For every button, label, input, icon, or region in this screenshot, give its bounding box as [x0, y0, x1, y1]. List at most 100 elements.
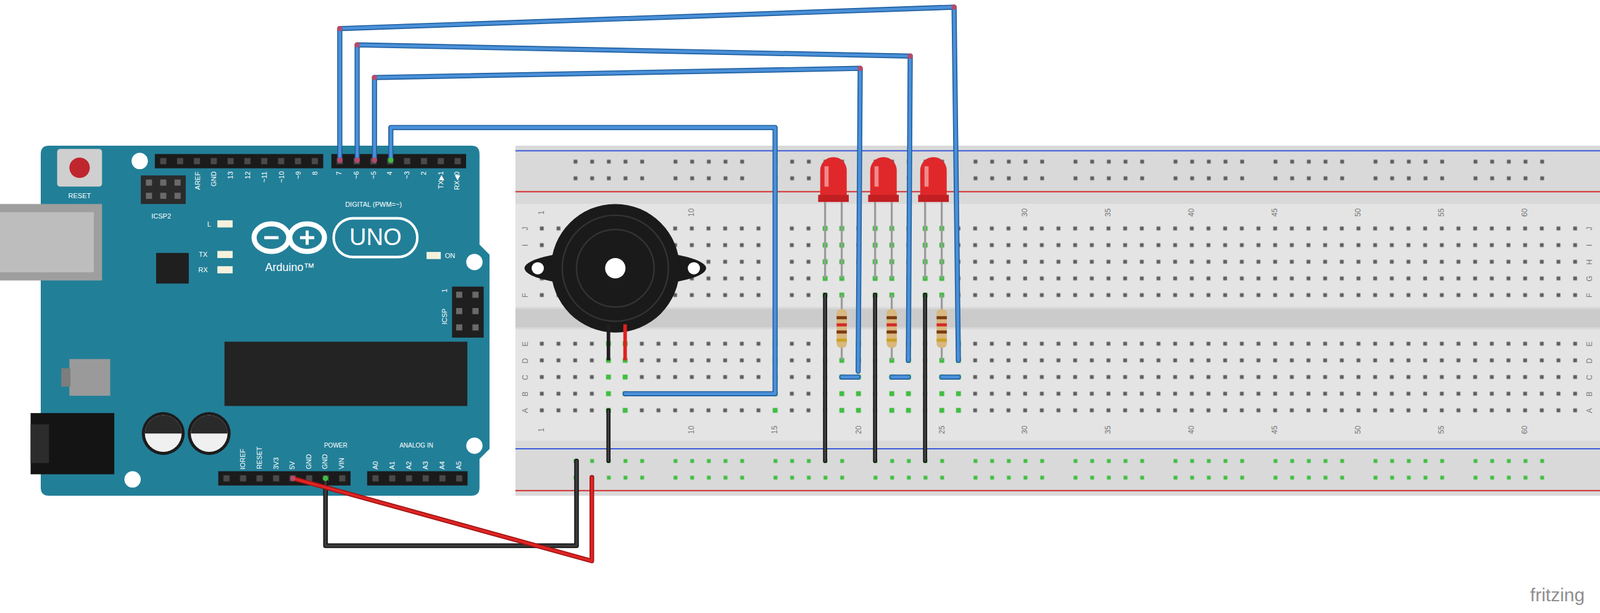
board-label: ~5	[369, 171, 378, 180]
breadboard-label: 55	[1437, 208, 1446, 217]
watermark: fritzing	[1530, 585, 1585, 605]
icsp-header	[140, 175, 186, 204]
breadboard-label: 55	[1437, 425, 1446, 434]
mounting-hole	[466, 437, 483, 454]
led	[917, 156, 949, 279]
board-label: VIN	[338, 458, 347, 470]
board-label: GND	[305, 454, 313, 470]
ground-wire	[325, 461, 577, 546]
breadboard-label: B	[521, 391, 530, 397]
board-label: L	[207, 220, 212, 229]
pin-header	[367, 470, 468, 486]
buzzer	[562, 215, 669, 322]
board-label: A5	[455, 461, 463, 470]
board-label: RESET	[256, 446, 264, 470]
rail-line	[515, 150, 1600, 152]
breadboard-label: A	[1585, 408, 1594, 413]
rail-line	[515, 191, 1600, 193]
breadboard-label: E	[521, 341, 530, 347]
breadboard-label: I	[1585, 244, 1594, 247]
breadboard-label: 45	[1270, 425, 1280, 434]
board-label: 1	[441, 288, 449, 293]
usb-chip	[156, 253, 189, 284]
ground-wire	[607, 410, 610, 462]
board-label: TX	[198, 251, 208, 259]
board-label: RX◀0	[454, 171, 462, 191]
breadboard-label: J	[1585, 226, 1594, 231]
signal-wire	[339, 7, 959, 361]
pin-header	[218, 470, 351, 486]
led-lead	[874, 200, 876, 279]
board-label: POWER	[324, 442, 348, 450]
led-lead	[890, 200, 893, 279]
buzzer	[604, 258, 626, 279]
board-label: GND	[210, 171, 218, 187]
connected-holes	[933, 335, 967, 419]
buzzer-lead	[623, 324, 628, 360]
voltage-regulator	[69, 359, 110, 396]
connected-holes	[833, 335, 867, 419]
breadboard-label: E	[1585, 341, 1594, 347]
signal-wire	[357, 45, 911, 361]
header-pin	[160, 179, 167, 186]
wire-end	[322, 475, 329, 482]
onboard-led	[426, 251, 441, 260]
reset-button	[69, 157, 90, 178]
pin-header	[331, 153, 467, 168]
arduino-logo	[289, 224, 325, 252]
board-label: ANALOG IN	[399, 442, 433, 450]
board-label: ICSP2	[151, 212, 171, 221]
breadboard: 1103035404550556011015202530354045505560…	[515, 145, 1600, 496]
breadboard-label: 30	[1020, 208, 1030, 217]
microcontroller-chip	[224, 341, 468, 407]
board-label: ~10	[277, 171, 286, 184]
board-label: A4	[438, 461, 447, 470]
resistor-band	[936, 323, 947, 327]
ground-wire	[606, 410, 611, 462]
arduino-logo	[264, 235, 279, 239]
breadboard-label: D	[521, 358, 530, 364]
header-pin	[456, 324, 463, 331]
board-label: 2	[420, 171, 428, 176]
board-label: ~9	[295, 171, 303, 180]
ground-wire	[325, 461, 577, 546]
jumper-wire	[941, 374, 959, 380]
breadboard-label: 15	[770, 425, 780, 434]
connected-holes	[600, 335, 634, 419]
connected-holes	[816, 220, 850, 304]
arduino-logo	[254, 224, 289, 252]
usb-connector	[0, 203, 102, 281]
breadboard-label: 50	[1354, 208, 1363, 217]
board-label: AREF	[194, 171, 202, 190]
buzzer-lead	[606, 324, 611, 360]
board-label: A1	[388, 461, 397, 470]
board-label: 12	[244, 171, 252, 180]
resistor-symbol	[936, 294, 947, 360]
capacitor	[145, 414, 183, 434]
led-body	[824, 166, 830, 187]
board-label: A0	[372, 461, 380, 470]
board-label: ICSP	[441, 308, 449, 325]
wire-bend	[371, 74, 378, 81]
breadboard-label: 10	[687, 425, 696, 434]
breadboard-label: F	[1585, 293, 1594, 298]
resistor-band	[886, 316, 897, 320]
breadboard-label: 40	[1187, 425, 1196, 434]
led-body	[817, 195, 849, 203]
breadboard-label: H	[1585, 259, 1594, 265]
wire-bend	[907, 53, 913, 60]
board-label: A3	[422, 461, 430, 470]
pin-header	[331, 153, 467, 168]
capacitor	[190, 414, 228, 434]
resistor-band	[886, 323, 897, 327]
led-lead	[924, 200, 926, 279]
connected-holes	[883, 335, 917, 419]
resistor-body	[936, 309, 947, 349]
onboard-led	[217, 220, 233, 228]
jumper-wire	[841, 374, 859, 380]
breadboard-body	[515, 145, 1600, 496]
board-label: ~11	[261, 171, 269, 183]
power-jack	[30, 412, 115, 475]
breadboard-label: B	[1585, 391, 1594, 397]
